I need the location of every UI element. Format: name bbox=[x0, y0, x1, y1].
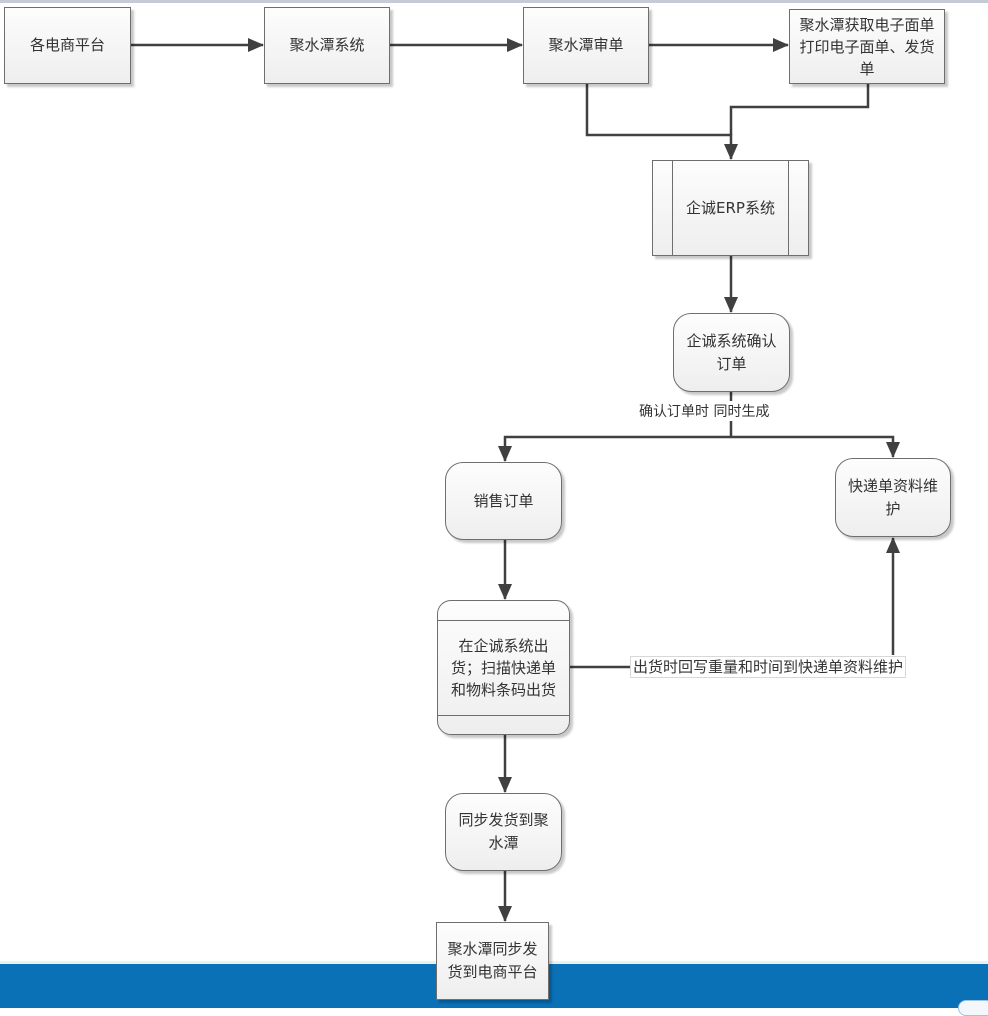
node-erp-label: 企诚ERP系统 bbox=[686, 198, 775, 217]
edge-label-writeback: 出货时回写重量和时间到快递单资料维护 bbox=[630, 656, 907, 678]
node-jst-system[interactable]: 聚水潭系统 bbox=[264, 7, 390, 84]
edge-confirm-to-sales bbox=[498, 435, 731, 462]
node-sales-order[interactable]: 销售订单 bbox=[445, 462, 562, 540]
node-jst-review-label: 聚水潭审单 bbox=[548, 36, 624, 54]
corner-widget[interactable] bbox=[958, 1000, 988, 1016]
edge-review-to-erp bbox=[585, 84, 738, 160]
node-platforms[interactable]: 各电商平台 bbox=[4, 7, 131, 84]
node-confirm-order-label: 企诚系统确认订单 bbox=[686, 331, 777, 373]
node-ship-out-label: 在企诚系统出货；扫描快递单和物料条码出货 bbox=[450, 636, 556, 699]
node-sales-order-label: 销售订单 bbox=[473, 491, 534, 510]
node-jst-review[interactable]: 聚水潭审单 bbox=[523, 7, 649, 84]
node-sync-platforms-label: 聚水潭同步发货到电商平台 bbox=[447, 940, 538, 981]
node-confirm-order[interactable]: 企诚系统确认订单 bbox=[673, 313, 790, 392]
node-platforms-label: 各电商平台 bbox=[29, 36, 105, 54]
edge-confirm-to-express bbox=[731, 435, 900, 458]
ship-bottom-band bbox=[438, 715, 569, 716]
edge-print-to-erp bbox=[729, 84, 870, 135]
node-sync-jst[interactable]: 同步发货到聚水潭 bbox=[445, 793, 562, 871]
node-express-maint-label: 快递单资料维护 bbox=[848, 476, 939, 518]
top-border bbox=[0, 0, 988, 3]
node-erp-system[interactable]: 企诚ERP系统 bbox=[652, 160, 809, 256]
ship-top-band bbox=[438, 620, 569, 621]
node-jst-print[interactable]: 聚水潭获取电子面单打印电子面单、发货单 bbox=[789, 9, 945, 84]
node-express-maint[interactable]: 快递单资料维护 bbox=[835, 458, 951, 537]
node-jst-print-label: 聚水潭获取电子面单打印电子面单、发货单 bbox=[799, 15, 935, 78]
predef-right-bar bbox=[788, 161, 789, 255]
node-ship-out[interactable]: 在企诚系统出货；扫描快递单和物料条码出货 bbox=[437, 600, 570, 735]
edge-label-confirm-split: 确认订单时 同时生成 bbox=[639, 401, 770, 421]
node-sync-platforms[interactable]: 聚水潭同步发货到电商平台 bbox=[436, 922, 549, 1000]
node-sync-jst-label: 同步发货到聚水潭 bbox=[458, 811, 549, 852]
node-jst-system-label: 聚水潭系统 bbox=[289, 36, 365, 54]
predef-left-bar bbox=[672, 161, 673, 255]
